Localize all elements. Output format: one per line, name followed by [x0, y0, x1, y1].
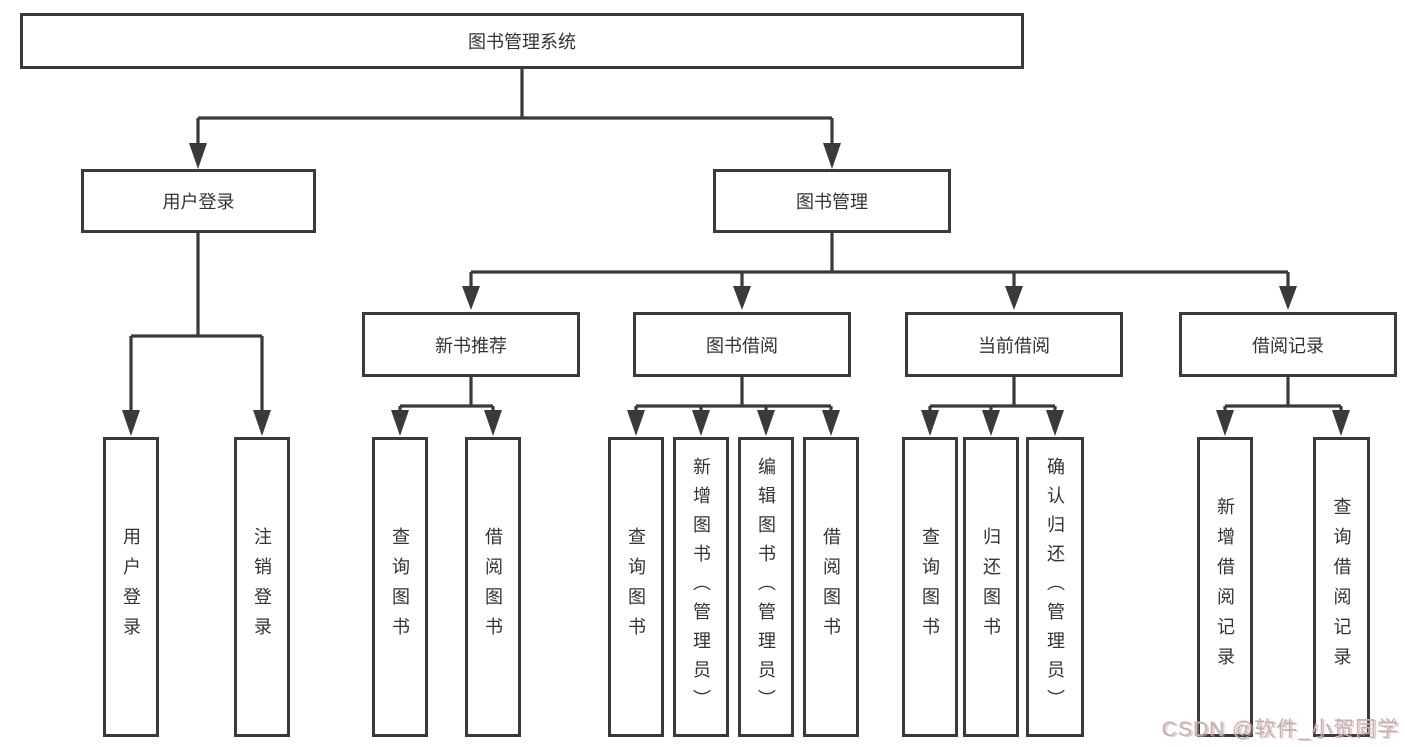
node-new-book-recommend: 新书推荐: [362, 312, 580, 377]
arrowhead: [462, 286, 480, 310]
arrowhead: [391, 410, 409, 436]
leaf-add-book-admin: 新增图书（管理员）: [673, 437, 729, 737]
csdn-watermark: CSDN @软件_小贺同学: [1161, 718, 1399, 741]
arrowhead: [982, 410, 1000, 436]
node-user-login: 用户登录: [81, 169, 316, 233]
node-book-borrow: 图书借阅: [633, 312, 851, 377]
leaf-user-login: 用户登录: [103, 437, 159, 737]
node-label: 用户登录: [121, 527, 141, 647]
arrowhead: [1279, 286, 1297, 310]
edge-root-to-level2: [189, 69, 841, 169]
node-label: 借阅图书: [483, 527, 503, 647]
node-label: 编辑图书（管理员）: [756, 456, 776, 718]
leaf-logout: 注销登录: [234, 437, 290, 737]
edge-currentborrow-to-leaves: [921, 377, 1064, 436]
node-label: 借阅记录: [1252, 335, 1324, 356]
leaf-borrow-book-bb: 借阅图书: [803, 437, 859, 737]
arrowhead: [757, 410, 775, 436]
arrowhead: [253, 410, 271, 436]
arrowhead: [1005, 286, 1023, 310]
arrowhead: [1216, 410, 1234, 436]
leaf-add-borrow-record: 新增借阅记录: [1197, 437, 1253, 737]
arrowhead: [189, 143, 207, 169]
node-label: 图书管理: [796, 192, 868, 212]
arrowhead: [484, 410, 502, 436]
arrowhead: [823, 143, 841, 169]
node-current-borrow: 当前借阅: [905, 312, 1123, 377]
node-label: 归还图书: [981, 527, 1001, 647]
node-label: 查询图书: [626, 527, 646, 647]
node-label: 借阅图书: [821, 527, 841, 647]
arrowhead: [1046, 410, 1064, 436]
arrowhead: [822, 410, 840, 436]
leaf-query-book-cb: 查询图书: [902, 437, 958, 737]
arrowhead: [733, 286, 751, 310]
leaf-return-book: 归还图书: [963, 437, 1019, 737]
node-label: 查询借阅记录: [1331, 497, 1352, 677]
edge-bookborrow-to-leaves: [627, 377, 840, 436]
node-label: 新书推荐: [435, 335, 507, 356]
node-label: 查询图书: [390, 527, 410, 647]
leaf-query-book-nb: 查询图书: [372, 437, 428, 737]
node-label: 图书借阅: [706, 335, 778, 356]
node-label: 查询图书: [920, 527, 940, 647]
leaf-edit-book-admin: 编辑图书（管理员）: [738, 437, 794, 737]
node-label: 当前借阅: [978, 335, 1050, 356]
node-root-system: 图书管理系统: [20, 13, 1024, 69]
arrowhead: [1332, 410, 1350, 436]
edge-userlogin-to-leaves: [122, 232, 271, 436]
edge-borrowrecord-to-leaves: [1216, 377, 1350, 436]
arrowhead: [921, 410, 939, 436]
leaf-confirm-return-admin: 确认归还（管理员）: [1026, 437, 1084, 737]
node-borrow-record: 借阅记录: [1179, 312, 1397, 377]
node-label: 图书管理系统: [468, 32, 576, 52]
node-label: 注销登录: [252, 527, 272, 647]
node-label: 确认归还（管理员）: [1045, 456, 1065, 718]
node-label: 新增借阅记录: [1215, 497, 1235, 677]
node-book-management: 图书管理: [713, 169, 951, 233]
edge-bookmgmt-to-level3: [462, 233, 1297, 310]
leaf-query-book-bb: 查询图书: [608, 437, 664, 737]
node-label: 用户登录: [162, 192, 235, 212]
edge-newbook-to-leaves: [391, 377, 502, 436]
leaf-query-borrow-record: 查询借阅记录: [1313, 437, 1370, 737]
leaf-borrow-book-nb: 借阅图书: [465, 437, 521, 737]
arrowhead: [692, 410, 710, 436]
arrowhead: [627, 410, 645, 436]
node-label: 新增图书（管理员）: [691, 456, 711, 718]
arrowhead: [122, 410, 140, 436]
